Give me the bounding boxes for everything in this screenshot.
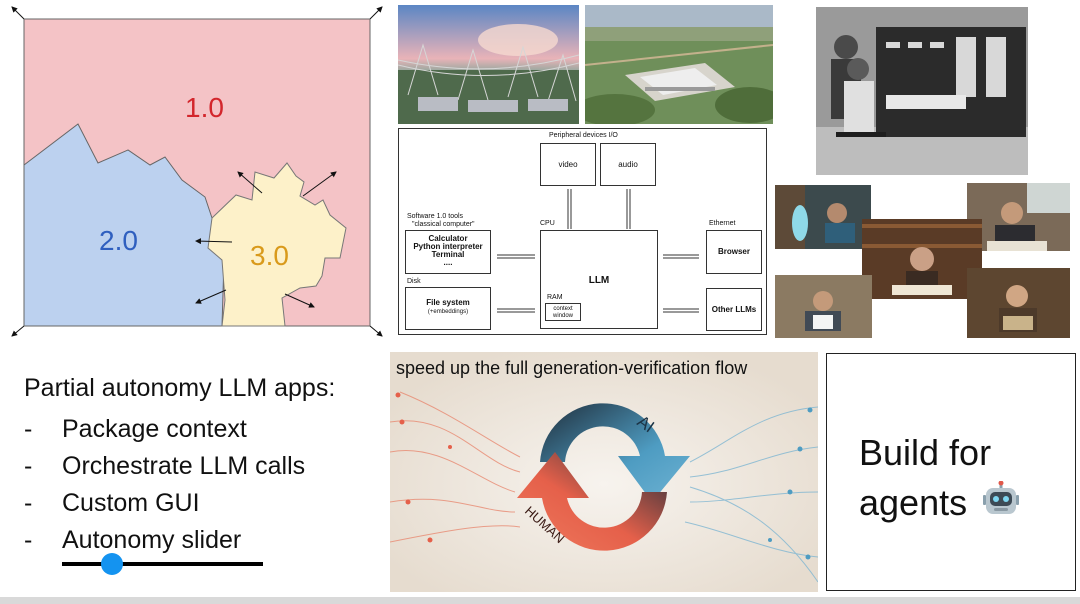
file-system-label: File system <box>426 298 470 307</box>
bottom-bar <box>0 597 1080 604</box>
llm-os-diagram: Peripheral devices I/O video audio Softw… <box>398 128 767 335</box>
classical-computer-label: "classical computer" <box>412 221 475 228</box>
software-tools-label: Software 1.0 tools <box>407 213 464 220</box>
agents-line-2: agents <box>859 482 968 523</box>
tool-item: Python interpreter <box>413 242 483 251</box>
tool-item: Terminal <box>431 250 465 259</box>
label-1-0: 1.0 <box>185 92 224 123</box>
tools-box: Calculator Python interpreter Terminal .… <box>405 230 491 274</box>
file-system-box: File system (+embeddings) <box>405 287 491 330</box>
browser-box: Browser <box>706 230 762 274</box>
context-window-box: context window <box>545 303 581 321</box>
llm-label: LLM <box>588 275 610 286</box>
slider-thumb[interactable] <box>101 553 124 575</box>
ethernet-label: Ethernet <box>709 220 736 227</box>
tool-item: Calculator <box>428 234 468 243</box>
cpu-label: CPU <box>540 220 555 227</box>
list-item: -Autonomy slider <box>24 526 242 554</box>
other-llms-box: Other LLMs <box>706 288 762 331</box>
mainframe-photo <box>816 7 1028 175</box>
list-item-label: Package context <box>62 415 247 443</box>
video-label: video <box>558 160 578 169</box>
library-photo-student-3 <box>967 268 1070 338</box>
autonomy-slider[interactable] <box>62 552 263 575</box>
datacenter-photo <box>585 5 773 124</box>
agents-line-1: Build for <box>859 432 992 473</box>
disk-label: Disk <box>407 278 421 285</box>
list-item-label: Custom GUI <box>62 489 200 517</box>
library-photo-student-2 <box>775 275 872 338</box>
list-item-label: Orchestrate LLM calls <box>62 452 306 480</box>
library-photo-student-1 <box>967 183 1070 251</box>
agents-box: Build for agents <box>826 353 1076 591</box>
llm-box: LLM RAM context window <box>540 230 658 329</box>
library-photo-cat <box>775 185 871 249</box>
embeddings-label: (+embeddings) <box>427 309 469 315</box>
video-box: video <box>540 143 596 186</box>
autonomy-list: Partial autonomy LLM apps: -Package cont… <box>24 374 384 559</box>
verification-caption: speed up the full generation-verificatio… <box>396 358 748 378</box>
tool-item: .... <box>443 258 453 267</box>
list-item: -Orchestrate LLM calls <box>24 452 306 480</box>
label-3-0: 3.0 <box>250 240 289 271</box>
software-map: 1.0 2.0 3.0 <box>0 0 392 340</box>
other-llms-label: Other LLMs <box>711 305 757 314</box>
list-item: -Package context <box>24 415 247 443</box>
verification-panel: AI HUMAN speed up the full generation-ve… <box>390 352 818 592</box>
list-title: Partial autonomy LLM apps: <box>24 374 336 402</box>
robot-icon <box>983 480 1020 530</box>
peripheral-header: Peripheral devices I/O <box>549 132 618 139</box>
audio-label: audio <box>618 160 638 169</box>
audio-box: audio <box>600 143 656 186</box>
browser-label: Browser <box>717 247 750 256</box>
library-photo-main <box>862 219 982 299</box>
slider-track[interactable] <box>62 562 263 566</box>
list-item-label: Autonomy slider <box>62 526 242 554</box>
region-3 <box>207 162 347 327</box>
power-grid-photo <box>398 5 579 124</box>
context-window-label: context window <box>552 306 573 319</box>
ram-label: RAM <box>547 294 563 301</box>
list-item: -Custom GUI <box>24 489 200 517</box>
label-2-0: 2.0 <box>99 225 138 256</box>
